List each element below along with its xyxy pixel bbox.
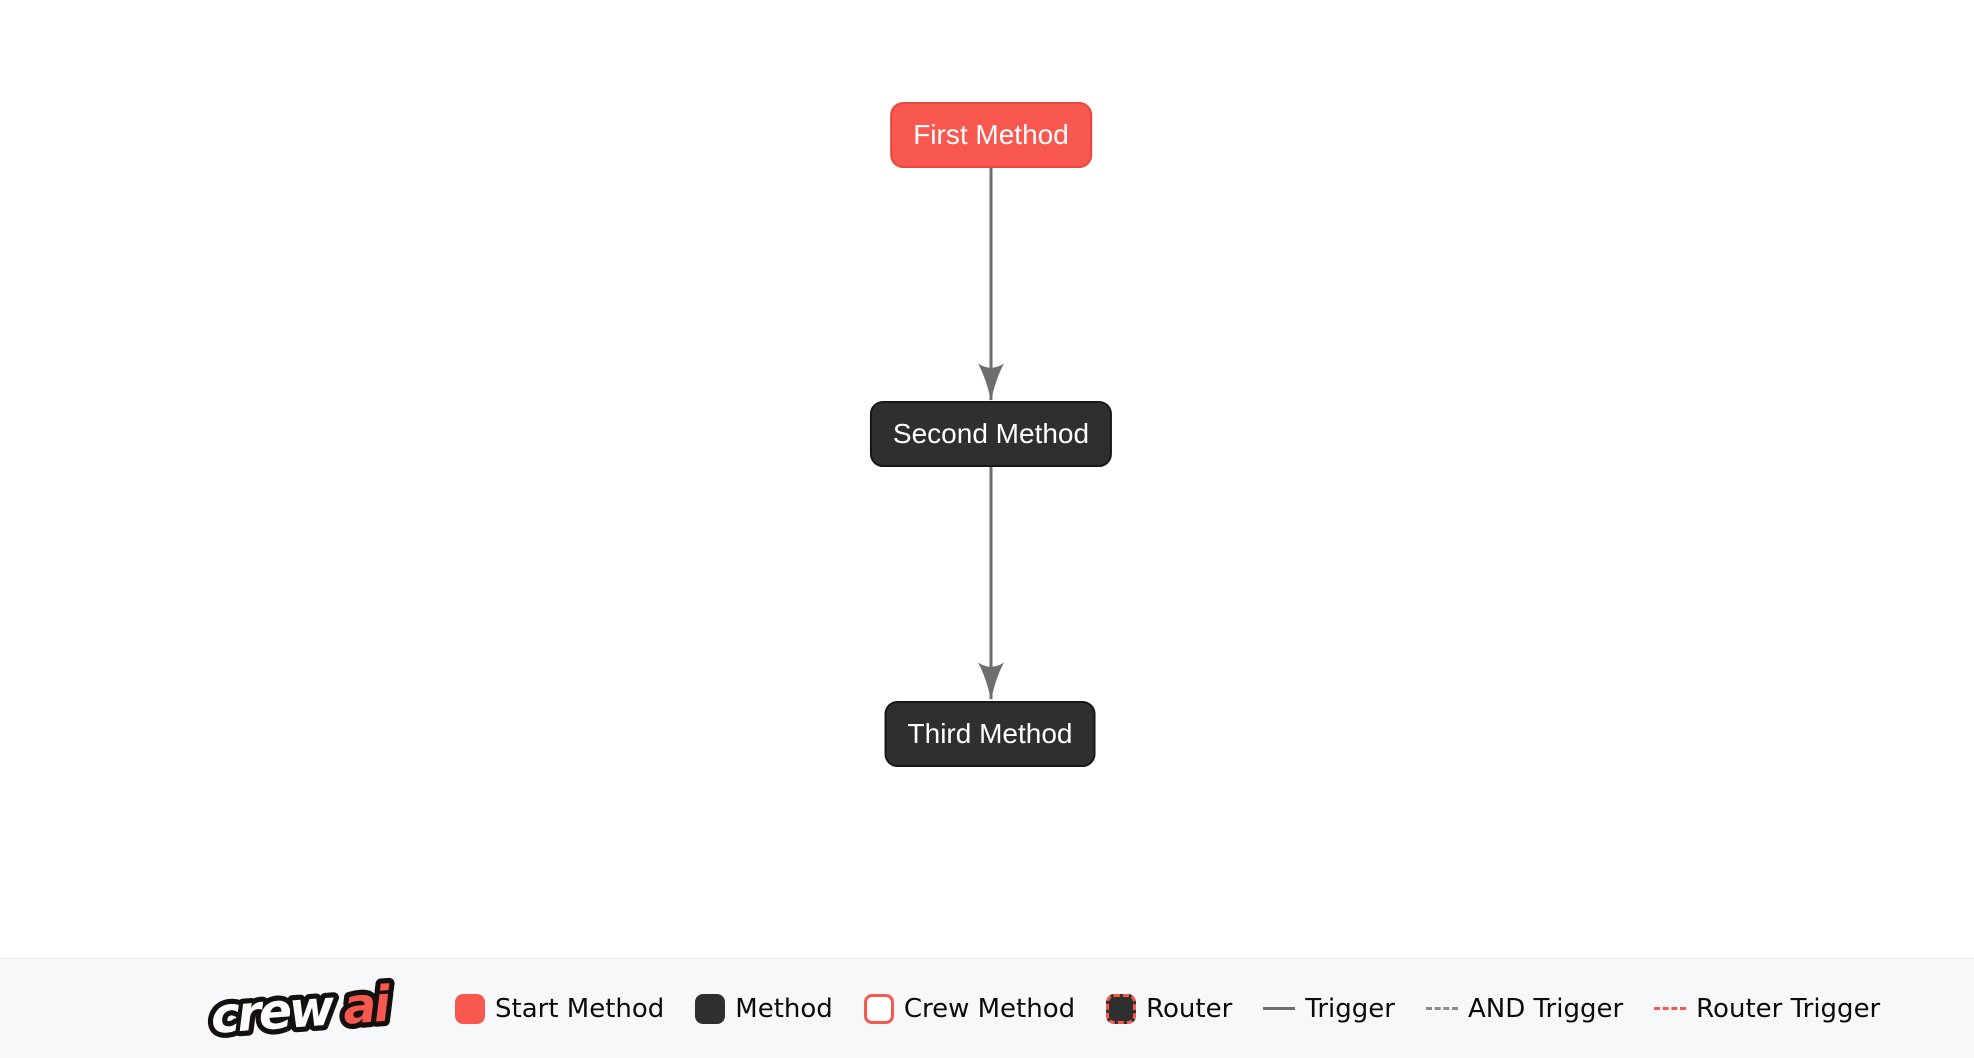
crewai-logo: crew ai: [204, 973, 399, 1045]
logo-word-ai: ai: [341, 974, 393, 1035]
legend-label: Router: [1146, 993, 1233, 1024]
flow-node-third-method[interactable]: Third Method: [884, 701, 1096, 767]
legend-label: Router Trigger: [1696, 993, 1881, 1024]
flow-node-first-method[interactable]: First Method: [890, 102, 1092, 168]
legend-label: AND Trigger: [1467, 993, 1624, 1024]
trigger-edge-first-to-second: [978, 168, 1004, 401]
trigger-edge-second-to-third: [978, 467, 1004, 700]
crew-method-swatch-icon: [863, 993, 894, 1024]
router-trigger-line-icon: [1654, 1007, 1687, 1010]
legend-label: Start Method: [495, 993, 665, 1024]
legend-item-router-trigger: Router Trigger: [1654, 994, 1880, 1024]
and-trigger-line-icon: [1425, 1007, 1458, 1010]
legend-label: Crew Method: [903, 993, 1076, 1024]
method-swatch-icon: [695, 993, 726, 1024]
legend-item-trigger: Trigger: [1263, 994, 1395, 1024]
legend-item-router: Router: [1106, 993, 1233, 1024]
legend-label: Trigger: [1305, 993, 1395, 1024]
flow-node-second-method[interactable]: Second Method: [869, 401, 1113, 467]
router-swatch-icon: [1106, 993, 1137, 1024]
legend-item-method: Method: [695, 993, 833, 1024]
legend-item-start-method: Start Method: [455, 993, 665, 1024]
legend-label: Method: [735, 993, 833, 1024]
start-method-swatch-icon: [455, 993, 485, 1024]
logo-word-crew: crew: [209, 978, 337, 1045]
trigger-line-icon: [1263, 1007, 1296, 1010]
legend-item-and-trigger: AND Trigger: [1425, 993, 1624, 1024]
legend-bar: crew ai Start Method Method Crew Method …: [0, 958, 1974, 1058]
arrowhead-down-icon: [978, 662, 1004, 700]
arrowhead-down-icon: [978, 363, 1004, 401]
legend-item-crew-method: Crew Method: [863, 993, 1076, 1024]
